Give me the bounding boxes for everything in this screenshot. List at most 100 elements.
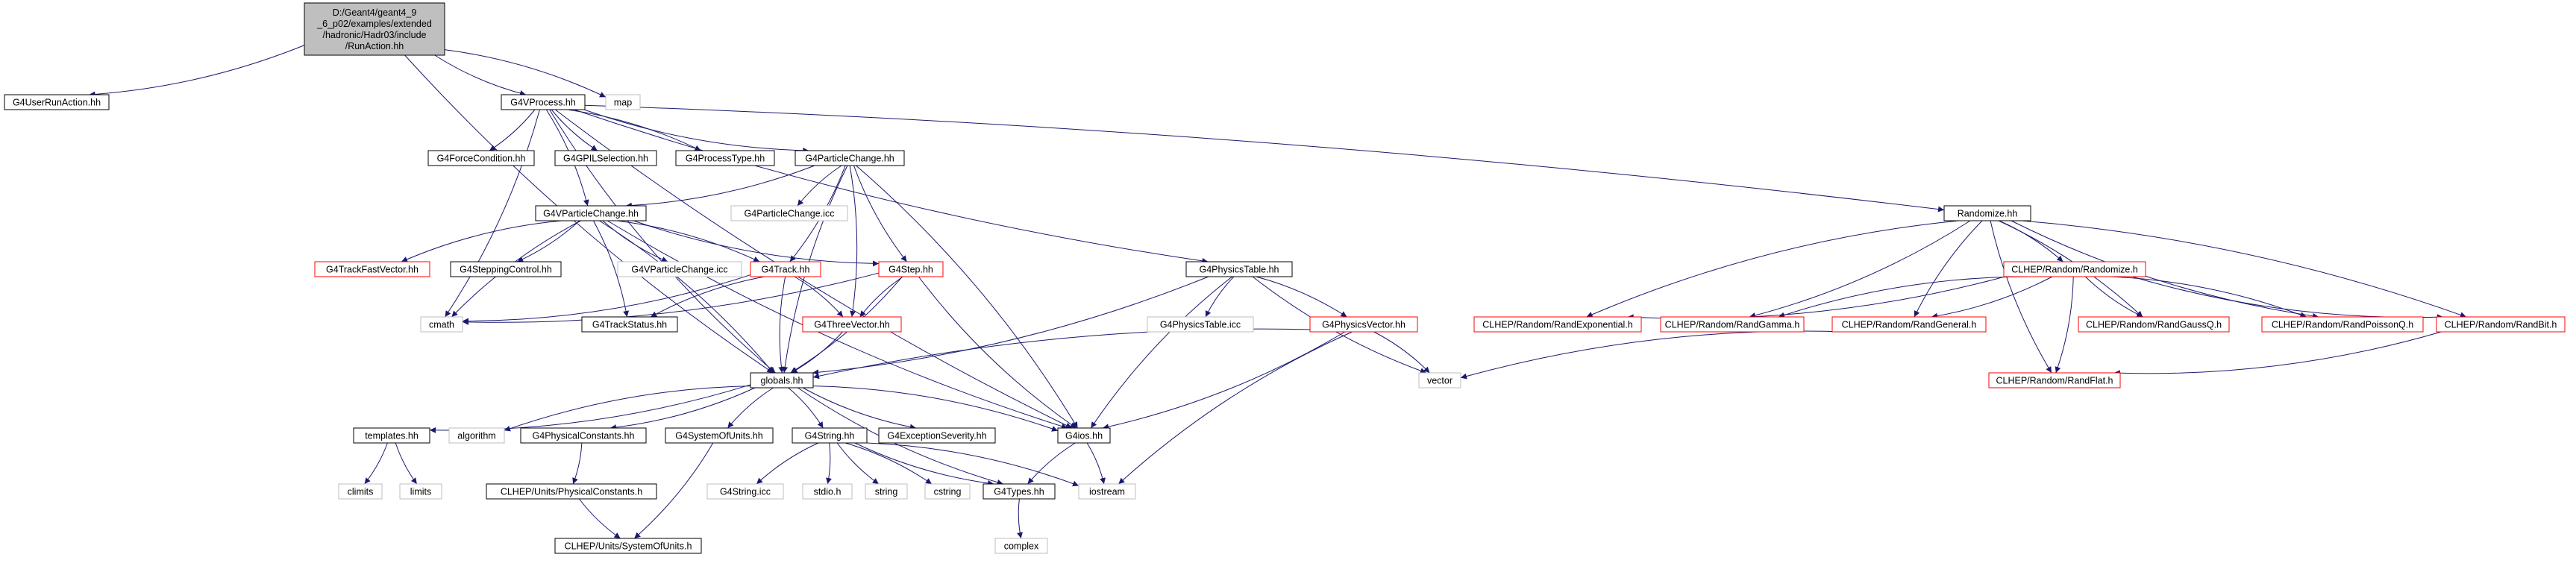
edge-clhep_randomize-to-randpoissonq bbox=[2110, 276, 2307, 318]
node-randgamma[interactable]: CLHEP/Random/RandGamma.h bbox=[1660, 316, 1805, 333]
node-algorithm: algorithm bbox=[448, 427, 505, 444]
node-label-limits: limits bbox=[410, 487, 431, 497]
node-label-g4userrunaction: G4UserRunAction.hh bbox=[13, 98, 101, 108]
node-g4physicstable[interactable]: G4PhysicsTable.hh bbox=[1185, 261, 1293, 277]
edge-g4step-to-g4threevector bbox=[859, 276, 903, 318]
node-g4ios[interactable]: G4ios.hh bbox=[1057, 427, 1111, 444]
edge-root-to-g4userrunaction bbox=[89, 45, 305, 98]
edge-g4vparticlechange-to-globals bbox=[599, 220, 774, 374]
node-label-randpoissonq: CLHEP/Random/RandPoissonQ.h bbox=[2272, 320, 2413, 330]
node-limits: limits bbox=[399, 483, 442, 500]
node-randexponential[interactable]: CLHEP/Random/RandExponential.h bbox=[1473, 316, 1642, 333]
node-box-g4physicalconstants bbox=[520, 427, 647, 444]
node-label-randgaussq: CLHEP/Random/RandGaussQ.h bbox=[2086, 320, 2222, 330]
node-g4gpilselection[interactable]: G4GPILSelection.hh bbox=[554, 150, 657, 166]
node-g4vparticlechange[interactable]: G4VParticleChange.hh bbox=[535, 205, 647, 221]
node-g4track[interactable]: G4Track.hh bbox=[750, 261, 821, 277]
node-cmath: cmath bbox=[420, 316, 463, 333]
edge-g4string-to-iostream bbox=[866, 442, 1079, 487]
node-label-root: /RunAction.hh bbox=[345, 41, 404, 51]
edge-root-to-map bbox=[444, 49, 607, 98]
node-box-g4physicstable_icc bbox=[1147, 316, 1254, 333]
node-g4exceptionseverity[interactable]: G4ExceptionSeverity.hh bbox=[878, 427, 996, 444]
edge-g4physicsvector-to-g4ios bbox=[1103, 331, 1346, 430]
node-g4steppingcontrol[interactable]: G4SteppingControl.hh bbox=[450, 261, 562, 277]
node-label-g4exceptionseverity: G4ExceptionSeverity.hh bbox=[887, 431, 986, 441]
node-clhep_systemofunits[interactable]: CLHEP/Units/SystemOfUnits.h bbox=[554, 538, 702, 554]
node-g4types[interactable]: G4Types.hh bbox=[983, 483, 1056, 500]
edge-randgeneral-to-vector bbox=[1460, 330, 1847, 380]
node-box-stdio bbox=[802, 483, 853, 500]
edge-g4string-to-cstring bbox=[844, 442, 933, 485]
node-g4particlechange[interactable]: G4ParticleChange.hh bbox=[795, 150, 905, 166]
edge-g4track-to-cmath bbox=[462, 274, 751, 324]
node-g4threevector[interactable]: G4ThreeVector.hh bbox=[802, 316, 902, 333]
edge-randomize_hh-to-randgeneral bbox=[1914, 220, 1983, 318]
node-label-map: map bbox=[614, 98, 632, 108]
node-randflat[interactable]: CLHEP/Random/RandFlat.h bbox=[1988, 372, 2121, 389]
edges-layer bbox=[89, 45, 2466, 539]
node-clhep_physicalconstants[interactable]: CLHEP/Units/PhysicalConstants.h bbox=[486, 483, 657, 500]
node-randpoissonq[interactable]: CLHEP/Random/RandPoissonQ.h bbox=[2261, 316, 2424, 333]
edge-templates-to-limits bbox=[395, 442, 418, 485]
node-label-randomize_hh: Randomize.hh bbox=[1958, 209, 2018, 219]
edge-g4particlechange-to-g4particlechange_icc bbox=[797, 165, 842, 207]
edge-g4vparticlechange-to-g4steppingcontrol bbox=[516, 220, 580, 262]
node-root[interactable]: D:/Geant4/geant4_9_6_p02/examples/extend… bbox=[304, 2, 445, 56]
edge-g4vparticlechange-to-g4track bbox=[616, 220, 760, 262]
node-label-string: string bbox=[875, 487, 898, 497]
node-box-cstring bbox=[924, 483, 971, 500]
node-label-root: D:/Geant4/geant4_9 bbox=[333, 7, 417, 18]
edge-g4vparticlechange-to-g4trackfastvector bbox=[401, 220, 562, 262]
node-label-g4track: G4Track.hh bbox=[762, 265, 810, 275]
node-label-g4forcecondition: G4ForceCondition.hh bbox=[437, 154, 526, 164]
node-randgeneral[interactable]: CLHEP/Random/RandGeneral.h bbox=[1831, 316, 1987, 333]
edge-g4physicsvector-to-iostream bbox=[1118, 331, 1353, 485]
edge-g4vprocess-to-g4processtype bbox=[567, 109, 701, 151]
node-g4systemofunits[interactable]: G4SystemOfUnits.hh bbox=[665, 427, 774, 444]
edge-randbit-to-randflat bbox=[2113, 331, 2442, 377]
edge-globals-to-g4types bbox=[797, 387, 1003, 485]
node-g4userrunaction[interactable]: G4UserRunAction.hh bbox=[4, 94, 110, 110]
node-box-clhep_systemofunits bbox=[554, 538, 702, 554]
node-g4trackfastvector[interactable]: G4TrackFastVector.hh bbox=[314, 261, 430, 277]
node-box-g4vparticlechange_icc bbox=[617, 261, 742, 277]
node-label-templates: templates.hh bbox=[365, 431, 419, 441]
node-label-g4ios: G4ios.hh bbox=[1065, 431, 1103, 441]
node-box-randflat bbox=[1988, 372, 2121, 389]
node-g4vprocess[interactable]: G4VProcess.hh bbox=[501, 94, 586, 110]
node-g4particlechange_icc: G4ParticleChange.icc bbox=[730, 205, 848, 221]
node-box-globals bbox=[750, 372, 814, 389]
node-g4step[interactable]: G4Step.hh bbox=[878, 261, 944, 277]
node-templates[interactable]: templates.hh bbox=[353, 427, 430, 444]
edge-g4physicstable-to-g4physicsvector bbox=[1256, 276, 1347, 318]
node-g4physicsvector[interactable]: G4PhysicsVector.hh bbox=[1309, 316, 1418, 333]
node-box-g4userrunaction bbox=[4, 94, 110, 110]
node-g4trackstatus[interactable]: G4TrackStatus.hh bbox=[581, 316, 678, 333]
node-box-g4physicstable bbox=[1185, 261, 1293, 277]
node-randgaussq[interactable]: CLHEP/Random/RandGaussQ.h bbox=[2078, 316, 2230, 333]
node-clhep_randomize[interactable]: CLHEP/Random/Randomize.h bbox=[2003, 261, 2146, 277]
node-label-g4steppingcontrol: G4SteppingControl.hh bbox=[460, 265, 552, 275]
node-randbit[interactable]: CLHEP/Random/RandBit.h bbox=[2436, 316, 2566, 333]
node-box-randgaussq bbox=[2078, 316, 2230, 333]
edge-globals-to-g4ios bbox=[812, 386, 1059, 432]
edge-g4physicsvector-to-vector bbox=[1373, 331, 1430, 374]
node-box-g4exceptionseverity bbox=[878, 427, 996, 444]
node-box-g4forcecondition bbox=[427, 150, 535, 166]
node-label-algorithm: algorithm bbox=[457, 431, 495, 441]
node-g4forcecondition[interactable]: G4ForceCondition.hh bbox=[427, 150, 535, 166]
node-g4processtype[interactable]: G4ProcessType.hh bbox=[675, 150, 775, 166]
node-randomize_hh[interactable]: Randomize.hh bbox=[1943, 205, 2031, 221]
node-g4string[interactable]: G4String.hh bbox=[792, 427, 868, 444]
edge-randomize_hh-to-randbit bbox=[2022, 220, 2466, 318]
node-box-g4string bbox=[792, 427, 868, 444]
edge-root-to-g4vprocess bbox=[434, 54, 527, 96]
node-globals[interactable]: globals.hh bbox=[750, 372, 814, 389]
node-g4physicalconstants[interactable]: G4PhysicalConstants.hh bbox=[520, 427, 647, 444]
node-box-vector bbox=[1418, 372, 1461, 389]
node-label-climits: climits bbox=[348, 487, 374, 497]
nodes-layer: D:/Geant4/geant4_9_6_p02/examples/extend… bbox=[4, 2, 2566, 554]
edge-g4vprocess-to-globals bbox=[549, 109, 776, 374]
